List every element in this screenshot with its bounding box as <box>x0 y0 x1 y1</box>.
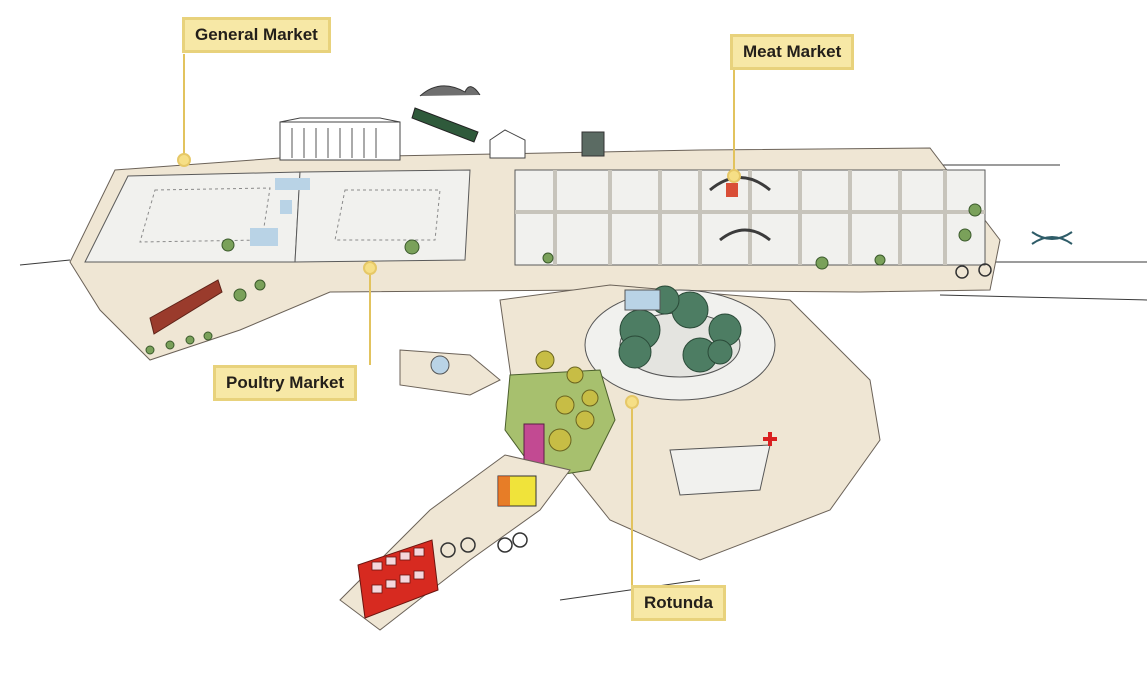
street-outlines <box>19 164 1147 601</box>
meat-market-label[interactable]: Meat Market <box>730 34 855 70</box>
rotunda-label[interactable]: Rotunda <box>631 585 726 621</box>
general-market-label[interactable]: General Market <box>182 17 331 53</box>
poultry-market-label[interactable]: Poultry Market <box>213 365 358 401</box>
double-decker-bus <box>357 539 439 619</box>
meat-market-building <box>514 169 986 266</box>
brick-wall <box>149 279 223 335</box>
rotunda-area <box>399 284 881 561</box>
underground-sign <box>1031 231 1073 245</box>
callout-leaders <box>177 54 741 586</box>
gardens <box>504 350 616 479</box>
general-market-building <box>84 169 471 263</box>
steam-train <box>411 85 481 143</box>
street-trees <box>145 203 982 355</box>
station-buildings <box>279 117 605 161</box>
ambulance <box>497 475 537 507</box>
cyclists <box>440 263 992 558</box>
